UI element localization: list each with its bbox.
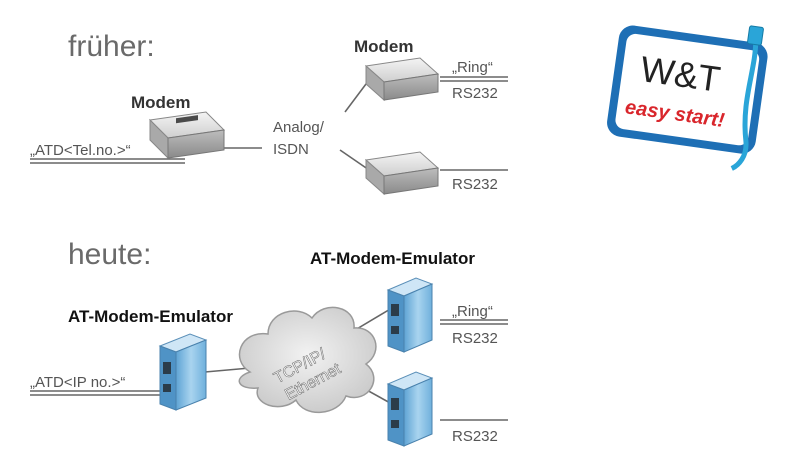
section-title-past: früher:: [68, 30, 155, 63]
emulator-right-top-device: [386, 277, 434, 353]
emulator-right-label: AT-Modem-Emulator: [310, 249, 475, 268]
past-ring-text: „Ring“: [452, 59, 493, 76]
today-command-text: „ATD<IP no.>“: [30, 374, 125, 391]
section-title-today: heute:: [68, 238, 151, 271]
emulator-left-label: AT-Modem-Emulator: [68, 307, 233, 326]
emulator-left-device: [158, 333, 208, 411]
emulator-right-bottom-device: [386, 371, 434, 447]
past-rs232-top: RS232: [452, 85, 498, 102]
past-network-line-1: Analog/: [273, 119, 325, 136]
modem-left: [148, 111, 226, 160]
wt-easy-start-logo: W&T easy start!: [607, 25, 768, 171]
modem-right-label: Modem: [354, 37, 414, 56]
logo-cable-icon: [730, 25, 764, 171]
modem-left-label: Modem: [131, 93, 191, 112]
past-rs232-bottom: RS232: [452, 176, 498, 193]
today-ring-text: „Ring“: [452, 303, 493, 320]
modem-right-bottom: [364, 151, 440, 196]
today-rs232-top: RS232: [452, 330, 498, 347]
today-connection-lines: [30, 307, 508, 421]
past-command-text: „ATD<Tel.no.>“: [30, 142, 131, 159]
past-network-line-2: ISDN: [273, 141, 309, 158]
network-cloud: [238, 306, 377, 414]
past-connection-lines: [30, 75, 508, 173]
today-rs232-bottom: RS232: [452, 428, 498, 445]
modem-right-top: [364, 57, 440, 102]
